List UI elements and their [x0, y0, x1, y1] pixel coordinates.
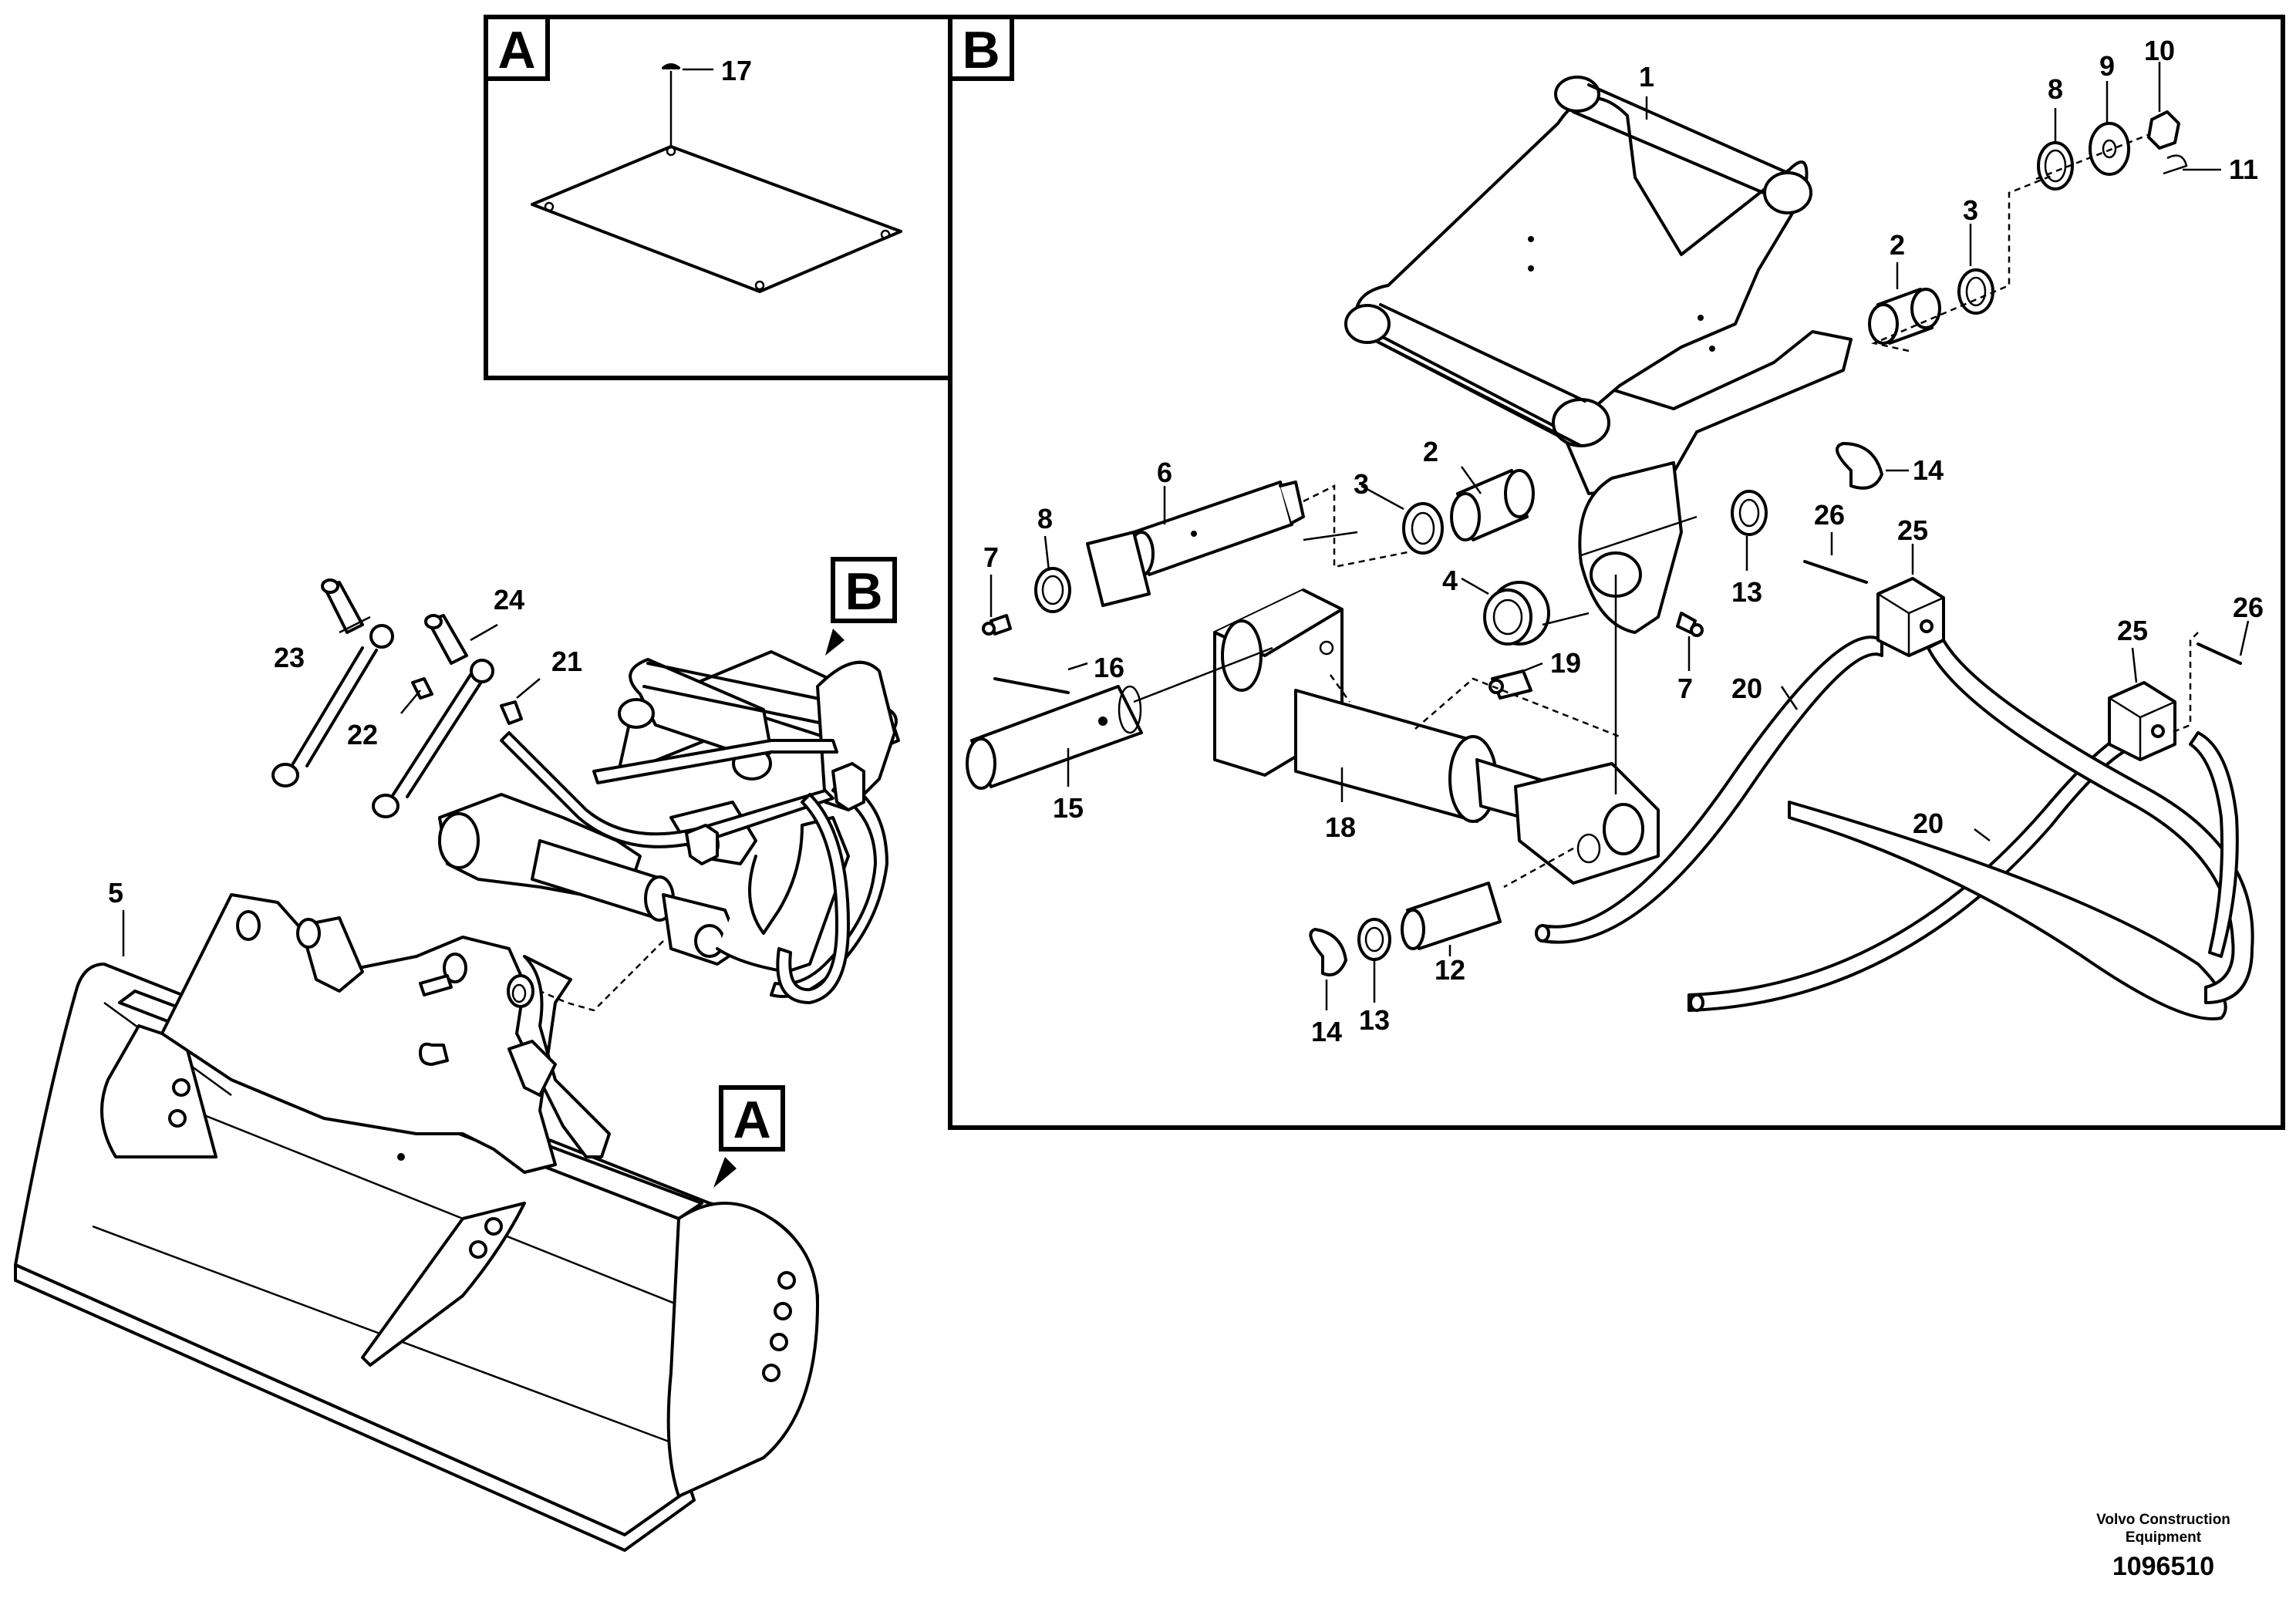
- coupler-bracket: [1344, 76, 1853, 634]
- grease-nipple-7-left: [982, 614, 1012, 636]
- callout-b-letter: B: [845, 562, 882, 621]
- bucket-assembly: [14, 893, 819, 1552]
- bushing-lower: [1450, 469, 1535, 541]
- seal-upper: [1957, 268, 1994, 315]
- part-labels: 17 1 2 3 8 9 10 11 6 2 3 4 8 7 7 14 13 1…: [108, 35, 2264, 1047]
- pin-6: [1086, 481, 1305, 607]
- bushing-upper: [1868, 288, 1941, 345]
- fitting-19: [1489, 669, 1532, 700]
- label-18: 18: [1325, 811, 1356, 843]
- bearing-4: [1483, 581, 1550, 646]
- company-line-2: Equipment: [2126, 1529, 2202, 1546]
- screw-26-left: [1803, 560, 1868, 584]
- label-17: 17: [721, 55, 752, 86]
- label-5: 5: [108, 877, 123, 909]
- label-22: 22: [347, 719, 378, 750]
- washer-9: [2089, 122, 2130, 176]
- pin-15: [966, 685, 1143, 790]
- label-3-lower: 3: [1354, 468, 1369, 500]
- label-15: 15: [1053, 792, 1084, 824]
- roll-pin-16: [993, 677, 1070, 694]
- label-4: 4: [1442, 565, 1458, 596]
- label-20-left: 20: [1731, 673, 1762, 704]
- circlip-14-lower: [1309, 928, 1347, 976]
- drawing-number: 1096510: [2112, 1552, 2214, 1581]
- pin-12: [1401, 882, 1502, 950]
- label-25-left: 25: [1897, 514, 1928, 546]
- label-2-lower: 2: [1423, 436, 1438, 467]
- label-26-right: 26: [2233, 592, 2264, 623]
- label-23: 23: [274, 642, 305, 673]
- label-2-upper: 2: [1890, 229, 1905, 261]
- label-8-upper: 8: [2048, 73, 2063, 105]
- label-14-upper: 14: [1913, 454, 1944, 486]
- callout-a-letter: A: [733, 1091, 770, 1149]
- washer-8-lower: [1034, 567, 1071, 613]
- company-line-1: Volvo Construction: [2096, 1512, 2230, 1528]
- inset-b: B: [948, 15, 2285, 1130]
- clamp-25-left: [1876, 577, 1945, 657]
- grease-nipple-7-right: [1676, 612, 1704, 637]
- footer: Volvo Construction Equipment 1096510: [2096, 1512, 2230, 1581]
- callout-b: B: [825, 557, 897, 656]
- label-11: 11: [2229, 153, 2258, 185]
- label-3-upper: 3: [1963, 194, 1978, 226]
- cotter-pin-11: [2163, 154, 2188, 175]
- label-7-left: 7: [983, 541, 999, 573]
- label-19: 19: [1550, 647, 1581, 679]
- rivet-icon: [662, 63, 680, 69]
- coupler-assembly: [271, 578, 900, 1012]
- clamp-25-right: [2108, 681, 2176, 761]
- label-14-lower: 14: [1311, 1016, 1342, 1047]
- inset-a-letter: A: [497, 21, 535, 79]
- label-7-right: 7: [1677, 673, 1693, 704]
- fitting-21: [500, 700, 523, 725]
- washer-13-upper: [1731, 490, 1768, 536]
- nut-23: [271, 763, 299, 787]
- screw-26-right: [2197, 642, 2242, 665]
- label-25-right: 25: [2117, 615, 2148, 646]
- hose-20-left: [1541, 636, 1883, 944]
- label-20-right: 20: [1913, 808, 1944, 839]
- label-6: 6: [1157, 457, 1172, 488]
- nut-10: [2147, 110, 2180, 150]
- inset-b-letter: B: [962, 21, 1000, 79]
- label-10: 10: [2144, 35, 2175, 66]
- inset-a: A: [484, 15, 952, 380]
- callout-a: A: [713, 1085, 785, 1188]
- label-13-upper: 13: [1731, 576, 1762, 608]
- label-21: 21: [551, 646, 582, 677]
- cover-plate: [531, 145, 902, 293]
- label-26-left: 26: [1814, 499, 1845, 531]
- cylinder-18: [1213, 588, 1660, 885]
- label-12: 12: [1435, 954, 1465, 986]
- label-8-lower: 8: [1037, 503, 1053, 534]
- nut-24: [372, 794, 400, 818]
- label-1: 1: [1639, 61, 1654, 93]
- label-9: 9: [2099, 50, 2115, 82]
- label-13-lower: 13: [1359, 1004, 1390, 1036]
- leader-lines: [122, 62, 2250, 1010]
- seal-lower: [1402, 502, 1444, 555]
- washer-13-lower: [1357, 918, 1391, 961]
- label-16: 16: [1094, 652, 1124, 683]
- label-24: 24: [494, 584, 524, 615]
- circlip-14-upper: [1836, 442, 1883, 490]
